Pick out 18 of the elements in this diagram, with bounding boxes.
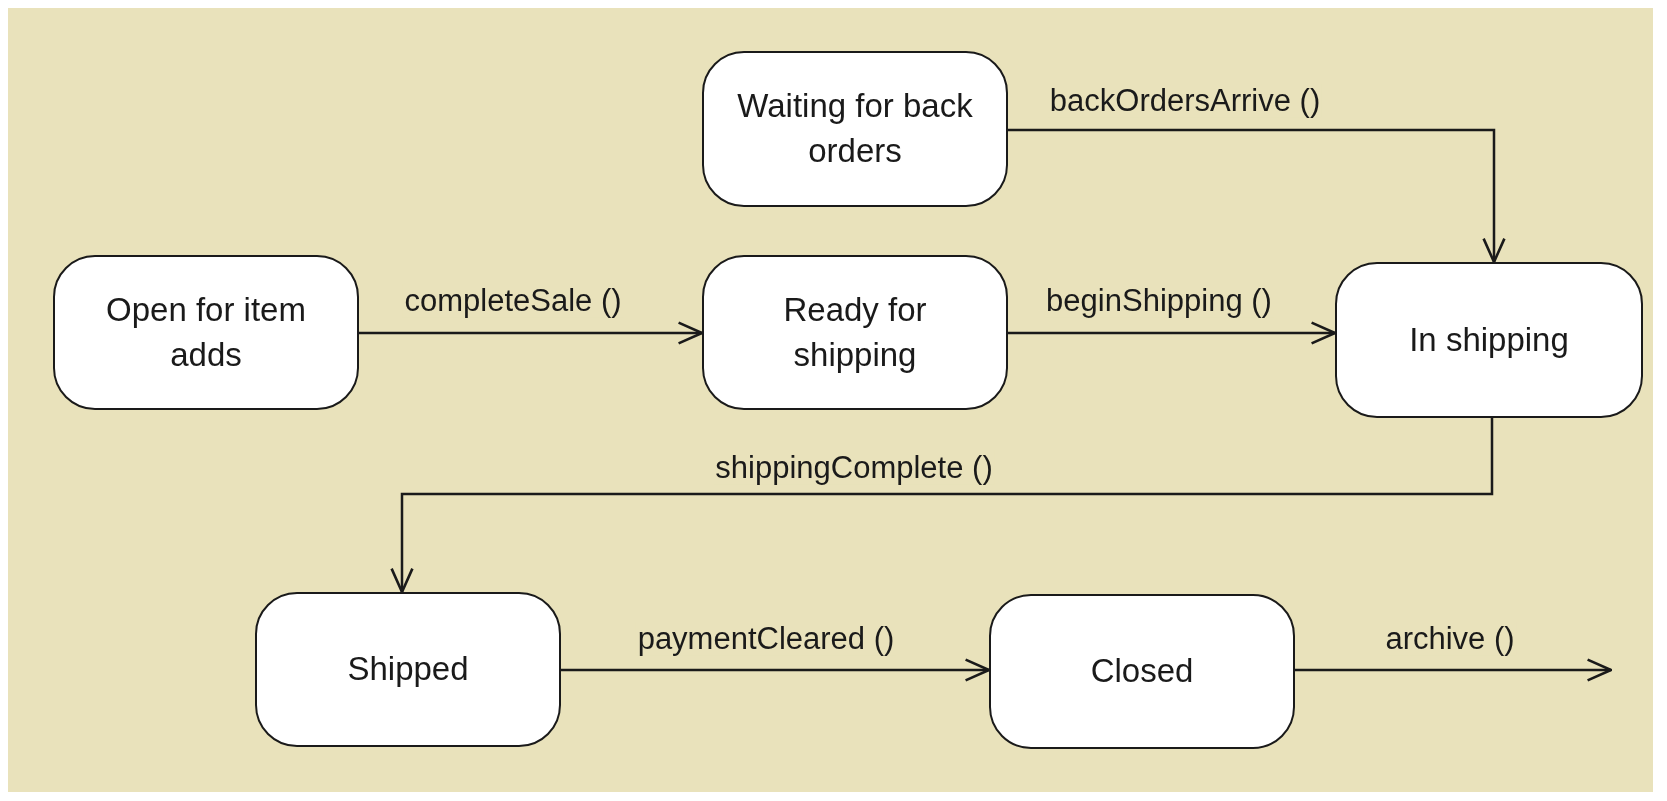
state-box — [702, 255, 1008, 410]
arrow — [1008, 321, 1337, 345]
state-name: Waiting for back orders — [736, 86, 974, 171]
state-name: Open for item adds — [105, 289, 307, 375]
state-name: Shipped — [347, 649, 469, 690]
arrow — [1008, 128, 1506, 264]
arrow — [561, 658, 991, 682]
state-box — [1335, 262, 1643, 418]
state-box — [255, 592, 561, 747]
state-name: Closed — [1090, 651, 1194, 692]
state-box — [53, 255, 359, 410]
state-box — [989, 594, 1295, 749]
arrow — [1295, 658, 1613, 682]
state-box — [702, 51, 1008, 207]
state-name: In shipping — [1409, 319, 1569, 360]
arrow — [390, 418, 1494, 594]
arrow — [359, 321, 704, 345]
state-name: Ready for shipping — [782, 289, 928, 375]
